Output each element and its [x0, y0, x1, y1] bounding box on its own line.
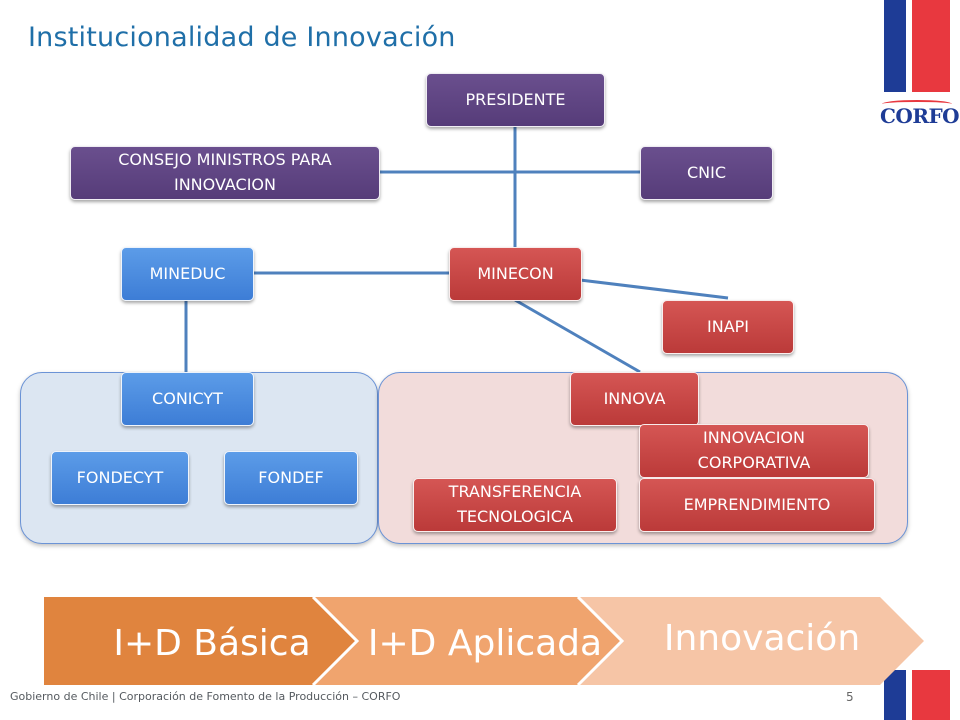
connector-minecon-inapi	[579, 278, 729, 300]
footer-text: Gobierno de Chile | Corporación de Fomen…	[10, 690, 401, 703]
node-emprendimiento: EMPRENDIMIENTO	[639, 478, 875, 532]
page-number: 5	[846, 690, 854, 704]
stage-shape-1	[44, 597, 357, 685]
node-presidente: PRESIDENTE	[426, 73, 605, 127]
corfo-logo: CORFO	[880, 100, 960, 130]
node-fondef: FONDEF	[224, 451, 358, 505]
chile-flag-top	[884, 0, 950, 92]
node-cnic: CNIC	[640, 146, 773, 200]
stage-label-3: Innovación	[664, 618, 860, 659]
connector-minecon-innova	[514, 298, 641, 374]
node-conicyt: CONICYT	[121, 372, 254, 426]
node-mineduc: MINEDUC	[121, 247, 254, 301]
node-innovacion-corporativa: INNOVACION CORPORATIVA	[639, 424, 869, 478]
stage-label-2: I+D Aplicada	[368, 623, 602, 664]
node-minecon: MINECON	[449, 247, 582, 301]
node-innova: INNOVA	[570, 372, 699, 426]
page-title: Institucionalidad de Innovación	[28, 22, 456, 53]
node-inapi: INAPI	[662, 300, 794, 354]
node-transferencia-tecnologica: TRANSFERENCIA TECNOLOGICA	[413, 478, 617, 532]
stage-label-1: I+D Básica	[113, 623, 310, 664]
stage-shape-2	[313, 597, 622, 685]
node-fondecyt: FONDECYT	[51, 451, 189, 505]
stage-shape-3	[578, 597, 924, 685]
node-consejo-ministros: CONSEJO MINISTROS PARA INNOVACION	[70, 146, 380, 200]
chile-flag-bottom	[884, 670, 950, 720]
